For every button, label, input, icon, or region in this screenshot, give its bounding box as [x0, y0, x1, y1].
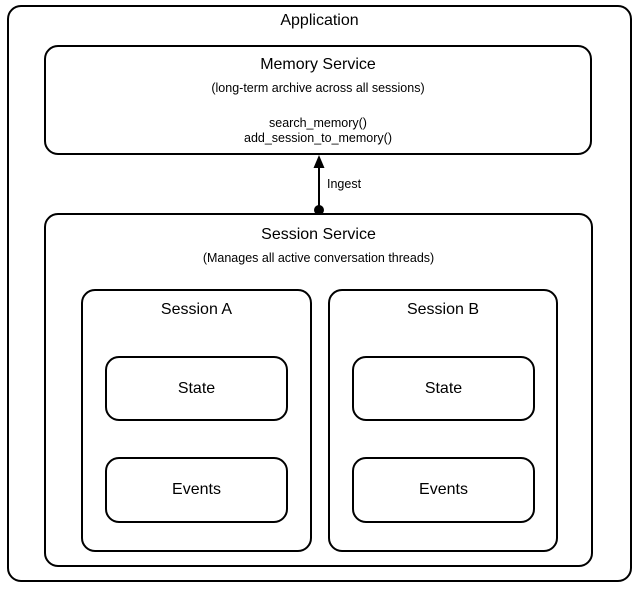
memory-method-search: search_memory() — [269, 116, 367, 130]
session-a-events-label: Events — [172, 481, 221, 498]
application-title: Application — [280, 12, 359, 29]
memory-service-box: Memory Service (long-term archive across… — [44, 45, 592, 155]
session-b-state-label: State — [424, 379, 463, 397]
session-a-state-label: State — [177, 379, 216, 397]
memory-service-subtitle: (long-term archive across all sessions) — [211, 81, 425, 95]
session-service-box: Session Service (Manages all active conv… — [44, 213, 593, 567]
session-b-state-box: State — [352, 356, 535, 421]
application-box: Application Memory Service (long-term ar… — [7, 5, 632, 582]
session-a-title: Session A — [160, 301, 233, 318]
session-service-subtitle: (Manages all active conversation threads… — [202, 251, 435, 265]
session-b-box: Session B State Events — [328, 289, 558, 552]
session-a-box: Session A State Events — [81, 289, 312, 552]
session-b-events-label: Events — [419, 481, 468, 498]
session-a-events-box: Events — [105, 457, 288, 523]
memory-service-title: Memory Service — [260, 56, 376, 73]
ingest-arrow-label: Ingest — [327, 177, 362, 191]
session-b-events-box: Events — [352, 457, 535, 523]
ingest-arrow-icon — [313, 155, 325, 215]
session-a-state-box: State — [105, 356, 288, 421]
session-b-title: Session B — [406, 301, 480, 318]
session-service-title: Session Service — [261, 226, 376, 243]
memory-method-add-session: add_session_to_memory() — [244, 131, 392, 145]
